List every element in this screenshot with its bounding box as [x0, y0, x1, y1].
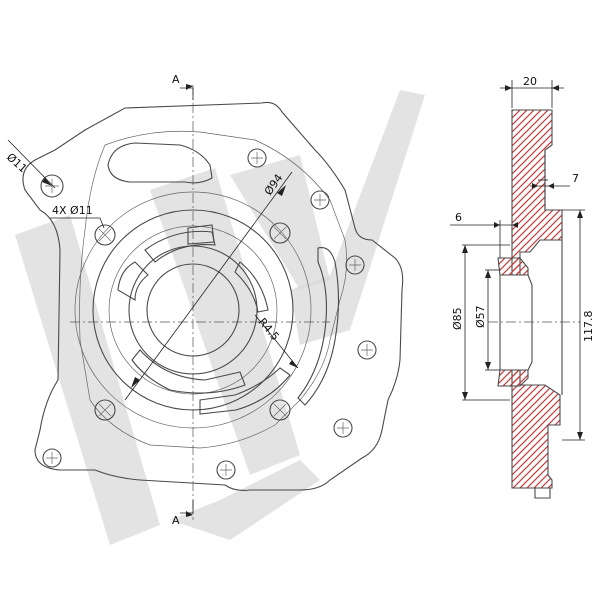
label-bore-outer: Ø85 — [451, 307, 464, 330]
upper-slot — [107, 142, 213, 184]
pocket-left — [117, 261, 149, 301]
label-lip: 6 — [455, 211, 462, 224]
right-slot — [297, 247, 340, 406]
section-arrow-bottom — [180, 500, 194, 514]
lower-tab — [199, 367, 291, 415]
hole-3 — [345, 255, 365, 275]
hole-7 — [42, 448, 62, 468]
plate-outline — [22, 101, 404, 491]
hole-5 — [333, 418, 353, 438]
bore-lip-bottom — [497, 369, 529, 387]
pocket-right — [234, 261, 269, 313]
bore-outline — [499, 274, 533, 371]
section-arrow-top — [180, 87, 194, 100]
hole-2 — [310, 190, 330, 210]
section-label-bottom: A — [172, 514, 180, 527]
label-hole-pattern: 4X Ø11 — [52, 204, 93, 217]
section-body-lower — [511, 369, 561, 489]
leader-circle-dia — [124, 171, 293, 401]
section-body — [511, 109, 563, 276]
label-step-depth: 7 — [572, 172, 579, 185]
section-pin — [534, 488, 551, 499]
flange-ring — [79, 130, 347, 449]
x-hole-4 — [269, 399, 291, 421]
leader-radius — [254, 314, 299, 369]
x-hole-2 — [269, 222, 291, 244]
pocket-bottom — [131, 349, 246, 394]
bore-lip-top — [497, 257, 529, 276]
section-label-top: A — [172, 73, 180, 86]
label-bore-inner: Ø57 — [474, 305, 487, 328]
mounting-holes — [40, 148, 377, 480]
label-hole-dia: Ø11 — [4, 151, 30, 176]
x-hole-3 — [94, 399, 116, 421]
hole-6 — [216, 460, 236, 480]
leader-hole-dia — [7, 139, 56, 189]
section-view: 20 7 6 Ø85 Ø57 117.8 — [450, 75, 595, 499]
hole-1 — [247, 148, 267, 168]
upper-tab — [187, 224, 215, 245]
hole-4 — [357, 340, 377, 360]
pocket-top — [144, 230, 216, 263]
label-thickness: 20 — [523, 75, 537, 88]
pattern-holes — [94, 222, 291, 421]
label-overall-height: 117.8 — [582, 311, 595, 343]
x-hole-1 — [94, 224, 116, 246]
